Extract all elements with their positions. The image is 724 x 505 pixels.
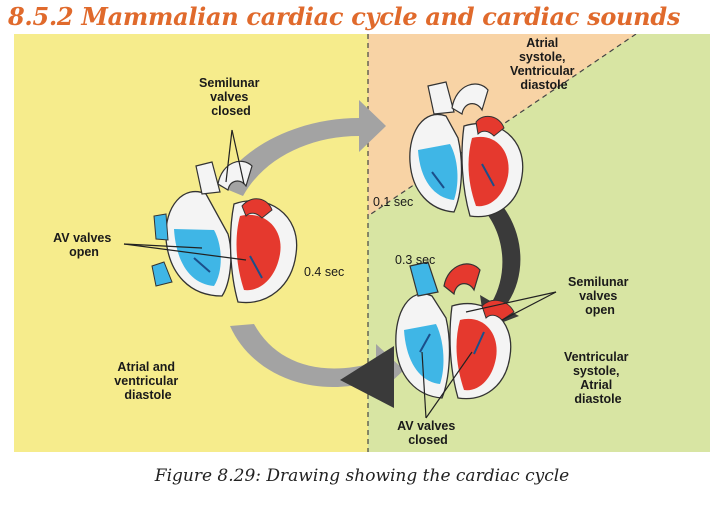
heart-diastole — [151, 160, 298, 304]
cycle-arrow-right — [480, 198, 521, 329]
label-av-closed-line-2: closed — [408, 433, 448, 447]
label-av-open-line-2: open — [69, 245, 99, 259]
label-semilunar-closed-line-2: valves — [210, 90, 248, 104]
timing-0-4-sec: 0.4 sec — [304, 265, 344, 279]
timing-0-3-sec: 0.3 sec — [395, 253, 435, 267]
figure-caption: Figure 8.29: Drawing showing the cardiac… — [154, 466, 570, 486]
label-joint-diastole-line-2: ventricular — [114, 374, 178, 388]
page-heading: 8.5.2 Mammalian cardiac cycle and cardia… — [8, 2, 681, 31]
label-semilunar-closed: Semilunar valves closed — [199, 76, 263, 118]
cycle-arrow-bottom-head — [340, 346, 394, 408]
cycle-arrow-top — [219, 100, 386, 196]
label-ventricular-systole-line-1: Ventricular — [564, 350, 629, 364]
label-ventricular-systole-line-3: Atrial — [580, 378, 612, 392]
label-semilunar-closed-line-3: closed — [211, 104, 251, 118]
heart-atrial-systole — [409, 81, 524, 218]
label-atrial-systole-line-3: Ventricular — [510, 64, 575, 78]
label-av-open-line-1: AV valves — [53, 231, 111, 245]
label-ventricular-systole-line-4: diastole — [574, 392, 621, 406]
heart-ventricular-systole — [395, 261, 515, 400]
label-atrial-systole-line-4: diastole — [520, 78, 567, 92]
label-semilunar-closed-line-1: Semilunar — [199, 76, 260, 90]
label-semilunar-open-line-2: valves — [579, 289, 617, 303]
label-joint-diastole-line-3: diastole — [124, 388, 171, 402]
label-atrial-systole: Atrial systole, Ventricular diastole — [510, 36, 578, 92]
label-joint-diastole: Atrial and ventricular diastole — [114, 360, 181, 402]
pointer-lines — [123, 129, 557, 419]
label-semilunar-open-line-3: open — [585, 303, 615, 317]
label-av-open: AV valves open — [53, 231, 115, 259]
cardiac-cycle-diagram: Atrial systole, Ventricular diastole Ven… — [14, 34, 710, 452]
label-ventricular-systole: Ventricular systole, Atrial diastole — [564, 350, 632, 406]
label-atrial-systole-line-1: Atrial — [526, 36, 558, 50]
label-atrial-systole-line-2: systole, — [519, 50, 566, 64]
label-joint-diastole-line-1: Atrial and — [117, 360, 175, 374]
timing-0-1-sec: 0.1 sec — [373, 195, 413, 209]
label-semilunar-open: Semilunar valves open — [568, 275, 632, 317]
label-ventricular-systole-line-2: systole, — [573, 364, 620, 378]
label-av-closed-line-1: AV valves — [397, 419, 455, 433]
label-semilunar-open-line-1: Semilunar — [568, 275, 629, 289]
label-av-closed: AV valves closed — [397, 419, 459, 447]
